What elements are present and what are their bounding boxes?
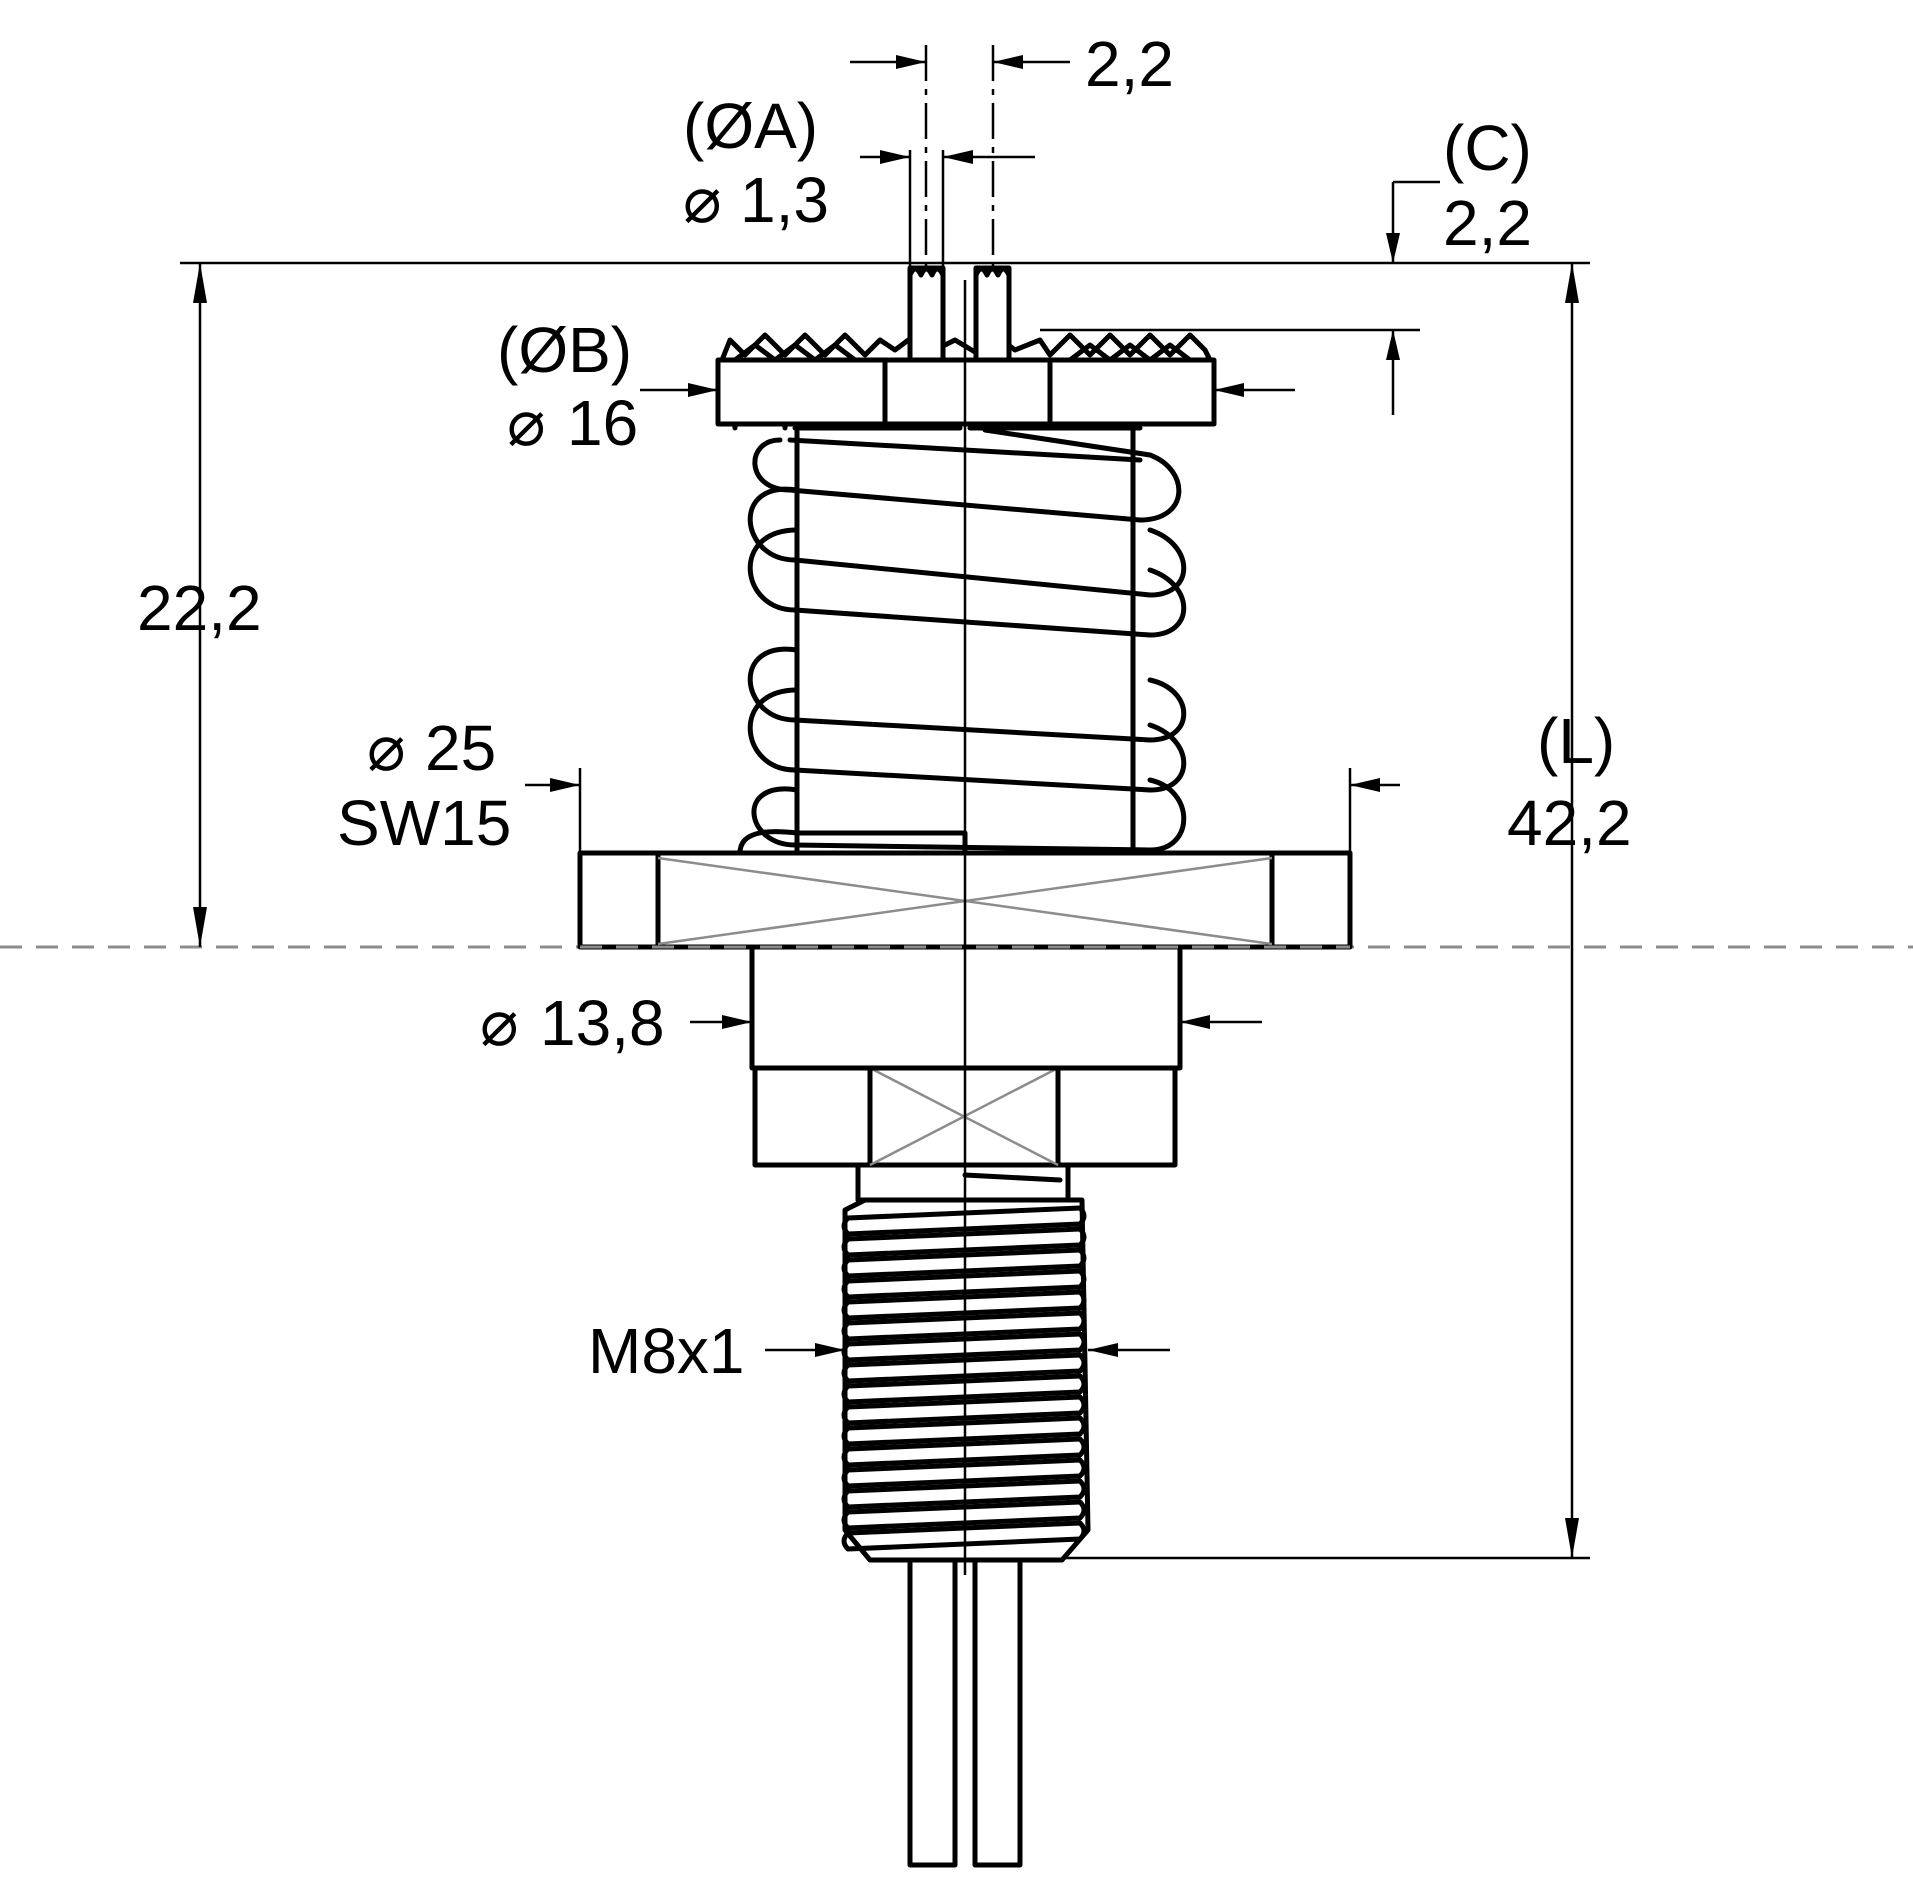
thread-value: M8x1: [588, 1315, 745, 1387]
diameter-symbol-head: ⌀: [507, 387, 546, 459]
total-length-value: 42,2: [1507, 787, 1632, 859]
output-wires: [907, 1552, 1023, 1868]
pin-pitch-value: 2,2: [1085, 28, 1174, 100]
dim-head-diameter: (ØB) ⌀ 16: [497, 314, 1295, 459]
dim-total-length: (L) 42,2: [1065, 263, 1632, 1560]
threaded-shank: [841, 1162, 1091, 1563]
diameter-symbol-pin: ⌀: [683, 164, 722, 236]
head-diameter-ref: (ØB): [497, 314, 632, 386]
dim-thread: M8x1: [588, 1315, 1170, 1387]
pin-diameter-ref: (ØA): [683, 90, 818, 162]
dim-pin-protrusion: (C) 2,2: [180, 112, 1590, 415]
diameter-symbol-body: ⌀: [480, 987, 519, 1059]
diameter-symbol-flange: ⌀: [367, 712, 406, 784]
height-to-flange-value: 22,2: [137, 572, 262, 644]
dim-pin-pitch: 2,2: [850, 28, 1174, 100]
body-diameter-value: 13,8: [540, 987, 665, 1059]
spring: [737, 427, 1187, 856]
dim-body-diameter: ⌀ 13,8: [480, 987, 1262, 1059]
contact-pins: [907, 265, 1012, 363]
dim-flange: ⌀ 25 SW15: [337, 712, 1400, 859]
flange-diameter-value: 25: [425, 712, 496, 784]
dim-pin-diameter: (ØA) ⌀ 1,3: [683, 90, 1035, 268]
pin-diameter-value: 1,3: [740, 164, 829, 236]
total-length-ref: (L): [1537, 705, 1615, 777]
wrench-size-value: SW15: [337, 787, 511, 859]
inner-stem: [794, 425, 1136, 856]
pin-protrusion-ref: (C): [1443, 112, 1532, 184]
dim-height-to-flange: 22,2: [137, 263, 262, 947]
head-diameter-value: 16: [567, 387, 638, 459]
pin-protrusion-value: 2,2: [1443, 187, 1532, 259]
